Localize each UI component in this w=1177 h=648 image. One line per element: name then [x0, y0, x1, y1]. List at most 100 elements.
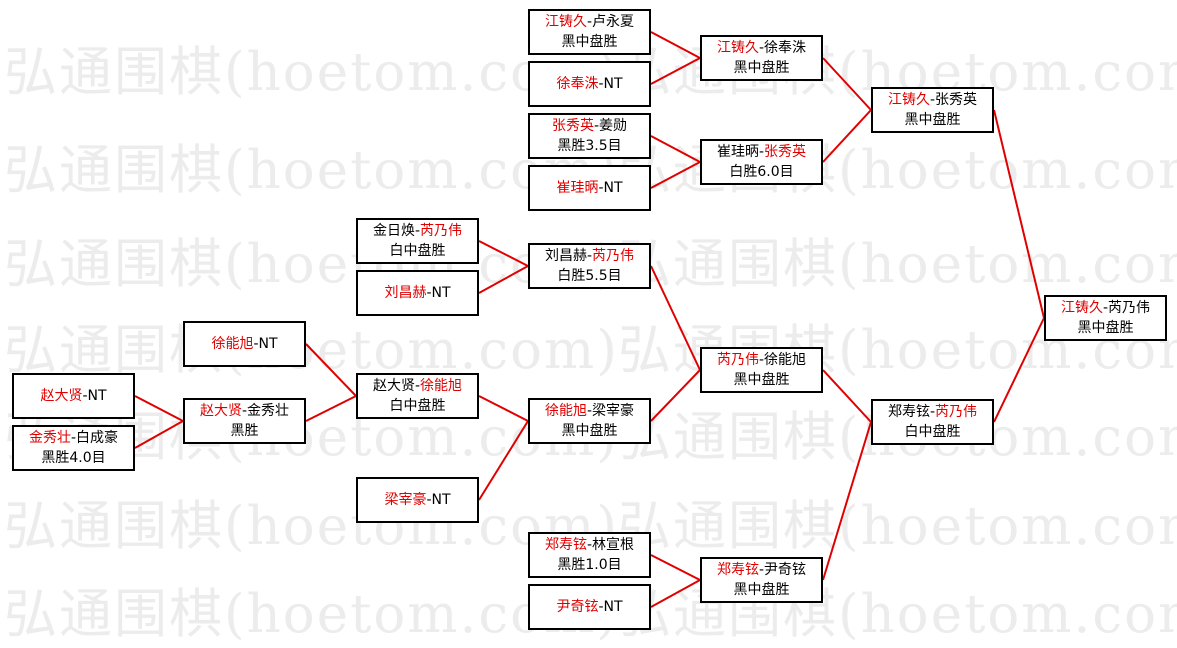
player-two-name: 芮乃伟	[1108, 300, 1151, 316]
match-box: 徐奉洙-NT	[528, 61, 651, 107]
players-line: 赵大贤-NT	[40, 386, 106, 406]
match-box: 郑寿铉-尹奇铉黑中盘胜	[700, 557, 823, 603]
player-one-name: 徐能旭	[211, 336, 254, 352]
match-result: 黑中盘胜	[733, 582, 790, 598]
separator: -	[758, 562, 765, 578]
separator: -	[426, 492, 432, 508]
match-box: 崔珪昞-张秀英白胜6.0目	[700, 139, 823, 185]
match-box: 芮乃伟-徐能旭黑中盘胜	[700, 347, 823, 393]
players-line: 郑寿铉-尹奇铉	[717, 560, 806, 580]
player-one-name: 江铸久	[1060, 300, 1103, 316]
players-line: 赵大贤-徐能旭	[373, 376, 462, 396]
player-two-name: 芮乃伟	[592, 248, 635, 264]
bracket-connector-line	[650, 554, 701, 581]
players-line: 崔珪昞-张秀英	[717, 142, 806, 162]
bracket-connector-line	[993, 317, 1045, 423]
match-box: 赵大贤-徐能旭白中盘胜	[356, 373, 479, 419]
player-one-name: 金秀壮	[28, 430, 71, 446]
match-result: 黑中盘胜	[904, 112, 961, 128]
bracket-connector-line	[478, 240, 529, 267]
player-one-name: 江铸久	[544, 14, 587, 30]
players-line: 郑寿铉-林宣根	[545, 535, 634, 555]
player-two-name: NT	[87, 388, 107, 404]
match-box: 金日焕-芮乃伟白中盘胜	[356, 218, 479, 264]
players-line: 赵大贤-金秀壮	[200, 401, 289, 421]
player-one-name: 金日焕	[372, 223, 415, 239]
players-line: 崔珪昞-NT	[556, 178, 622, 198]
bracket-connector-line	[822, 369, 872, 423]
players-line: 徐能旭-梁宰豪	[545, 401, 634, 421]
separator: -	[929, 92, 936, 108]
player-one-name: 梁宰豪	[384, 492, 427, 508]
players-line: 江铸久-徐奉洙	[717, 38, 806, 58]
bracket-connector-line	[650, 31, 701, 59]
player-two-name: NT	[431, 285, 451, 301]
match-result: 白中盘胜	[389, 243, 446, 259]
match-result: 黑中盘胜	[561, 423, 618, 439]
bracket-connector-line	[650, 265, 701, 371]
match-box: 江铸久-张秀英黑中盘胜	[871, 87, 994, 133]
match-box: 江铸久-徐奉洙黑中盘胜	[700, 35, 823, 81]
players-line: 金日焕-芮乃伟	[373, 221, 462, 241]
player-one-name: 郑寿铉	[887, 404, 930, 420]
bracket-connector-line	[822, 57, 872, 111]
separator: -	[586, 248, 593, 264]
player-two-name: 芮乃伟	[420, 223, 463, 239]
player-two-name: 尹奇铉	[764, 562, 807, 578]
player-two-name: 金秀壮	[247, 403, 290, 419]
players-line: 刘昌赫-芮乃伟	[545, 246, 634, 266]
bracket-connector-line	[822, 421, 872, 581]
player-two-name: 张秀英	[764, 144, 807, 160]
player-two-name: 徐能旭	[420, 378, 463, 394]
separator: -	[82, 388, 88, 404]
player-one-name: 崔珪昞	[556, 180, 599, 196]
player-one-name: 刘昌赫	[544, 248, 587, 264]
players-line: 梁宰豪-NT	[384, 490, 450, 510]
player-two-name: 张秀英	[935, 92, 978, 108]
separator: -	[586, 403, 593, 419]
player-one-name: 刘昌赫	[384, 285, 427, 301]
player-two-name: 徐能旭	[764, 352, 807, 368]
separator: -	[1102, 300, 1109, 316]
match-result: 黑中盘胜	[1077, 320, 1134, 336]
match-result: 黑胜4.0目	[41, 450, 106, 466]
player-one-name: 赵大贤	[199, 403, 242, 419]
player-two-name: 梁宰豪	[592, 403, 635, 419]
bracket-connector-line	[305, 343, 357, 397]
separator: -	[598, 599, 604, 615]
bracket-connector-line	[650, 161, 701, 189]
bracket-connector-line	[134, 420, 184, 449]
match-result: 黑胜	[230, 423, 259, 439]
player-one-name: 郑寿铉	[544, 537, 587, 553]
bracket-connector-line	[993, 109, 1045, 319]
player-two-name: 姜勋	[599, 118, 628, 134]
separator: -	[241, 403, 248, 419]
match-box: 刘昌赫-NT	[356, 270, 479, 316]
match-box: 刘昌赫-芮乃伟白胜5.5目	[528, 243, 651, 289]
separator: -	[929, 404, 936, 420]
player-one-name: 赵大贤	[372, 378, 415, 394]
match-result: 白胜5.5目	[557, 268, 622, 284]
bracket-connector-line	[650, 57, 701, 85]
players-line: 刘昌赫-NT	[384, 283, 450, 303]
separator: -	[586, 14, 593, 30]
match-box: 赵大贤-金秀壮黑胜	[183, 398, 306, 444]
player-two-name: 林宣根	[592, 537, 635, 553]
bracket-connector-line	[478, 395, 529, 422]
separator: -	[426, 285, 432, 301]
separator: -	[414, 223, 421, 239]
match-result: 黑中盘胜	[561, 34, 618, 50]
player-two-name: 芮乃伟	[935, 404, 978, 420]
bracket-connector-line	[650, 135, 701, 163]
match-box: 郑寿铉-林宣根黑胜1.0目	[528, 532, 651, 578]
bracket-connector-line	[650, 369, 701, 422]
players-line: 江铸久-卢永夏	[545, 12, 634, 32]
player-one-name: 赵大贤	[40, 388, 83, 404]
player-one-name: 郑寿铉	[716, 562, 759, 578]
player-two-name: 白成豪	[76, 430, 119, 446]
match-box: 徐能旭-梁宰豪黑中盘胜	[528, 398, 651, 444]
match-box: 梁宰豪-NT	[356, 477, 479, 523]
separator: -	[253, 336, 259, 352]
separator: -	[586, 537, 593, 553]
final-match-box: 江铸久-芮乃伟黑中盘胜	[1044, 295, 1167, 341]
